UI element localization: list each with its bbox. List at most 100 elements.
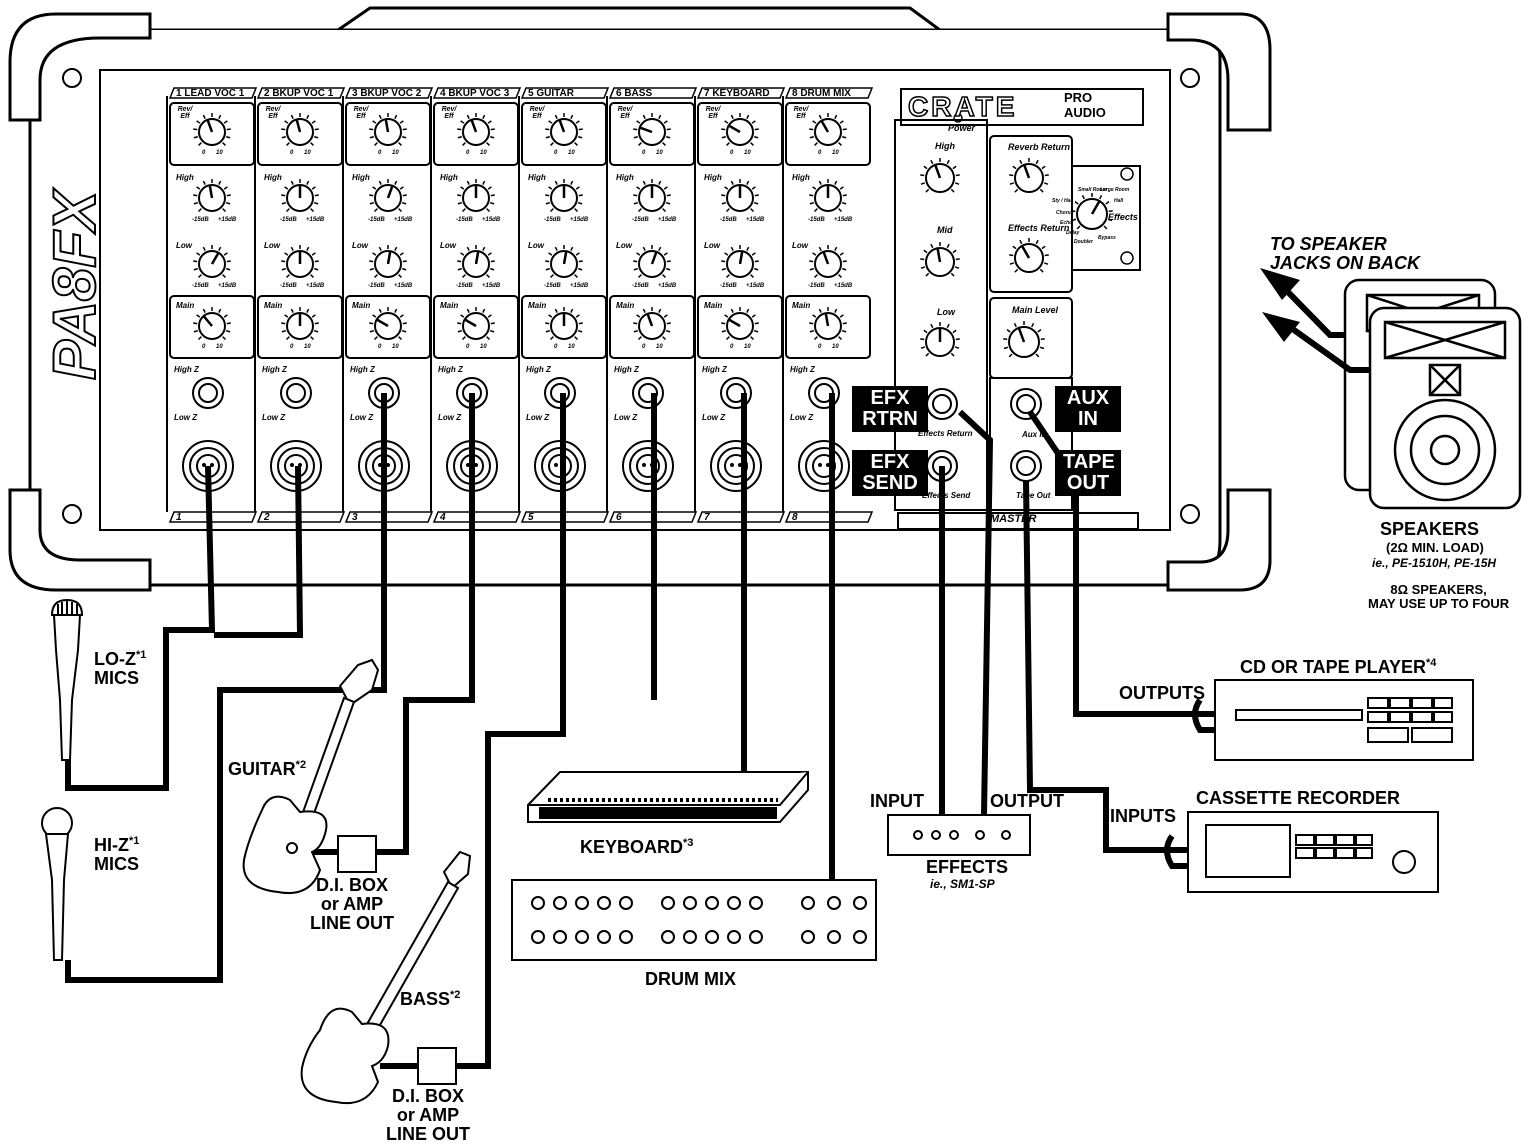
speakers-label: SPEAKERS [1380,520,1479,539]
high-label-5: High [528,174,546,182]
tape-out-tag: TAPE OUT [1055,450,1121,496]
di-box-bass [418,1048,456,1084]
channel-name-3: 3 BKUP VOC 2 [352,89,421,100]
channel-name-5: 5 GUITAR [528,89,574,100]
di-box-guitar [338,836,376,872]
channel-number-8: 8 [792,513,798,524]
drum-pad-6 [662,897,674,909]
high-z-label-8: High Z [790,366,815,374]
low-z-label-6: Low Z [614,414,637,422]
guitar-sup: *2 [296,759,306,771]
effects-send-jack-label: Effects Send [922,492,970,500]
high-neg-2: -15dB [280,217,297,223]
main-ten-7: 10 [744,344,751,350]
low-neg-4: -15dB [456,283,473,289]
high-z-label-5: High Z [526,366,551,374]
efx-rtrn-tag-line1: EFX [860,388,920,409]
channel-name-1: 1 LEAD VOC 1 [176,89,244,100]
low-z-xlr-8[interactable] [799,441,849,491]
effects-position-3: Hall [1114,199,1123,204]
main-ten-8: 10 [832,344,839,350]
speakers-note-line2: MAY USE UP TO FOUR [1368,597,1509,611]
outputs-label: OUTPUTS [1119,684,1205,703]
rev-zero-2: 0 [290,150,293,156]
high-neg-3: -15dB [368,217,385,223]
channel-number-5: 5 [528,513,534,524]
high-z-jack-1[interactable] [193,378,223,408]
bass-label: BASS*2 [400,990,460,1009]
high-z-jack-6[interactable] [633,378,663,408]
low-z-label-1: Low Z [174,414,197,422]
drum-pad-18 [620,931,632,943]
high-neg-4: -15dB [456,217,473,223]
efx-send-tag-line1: EFX [860,452,920,473]
high-label-3: High [352,174,370,182]
low-z-xlr-7[interactable] [711,441,761,491]
drum-pad-2 [554,897,566,909]
effects-input-label: INPUT [870,792,924,811]
drum-pad-21 [706,931,718,943]
low-z-xlr-6[interactable] [623,441,673,491]
high-pos-8: +15dB [834,217,852,223]
mixer-handle [338,8,940,30]
bass-sup: *2 [450,989,460,1001]
aux-in-jack[interactable] [1011,389,1041,419]
high-z-jack-2[interactable] [281,378,311,408]
keyboard-sup: *3 [683,837,693,849]
main-level-label: Main Level [1012,306,1058,315]
speakers-note-line1: 8Ω SPEAKERS, [1368,583,1509,597]
low-label-4: Low [440,242,456,250]
tape-out-jack-label: Tape Out [1016,492,1050,500]
hi-z-sup: *1 [129,835,139,847]
rev-zero-7: 0 [730,150,733,156]
aux-in-jack-label: Aux In [1022,431,1046,439]
high-neg-6: -15dB [632,217,649,223]
drum-pad-20 [684,931,696,943]
high-label-8: High [792,174,810,182]
model-logo-text: PA8FX [41,191,108,380]
channel-number-3: 3 [352,513,358,524]
channel-name-8: 8 DRUM MIX [792,89,851,100]
main-label-3: Main [352,302,370,310]
di-box-guitar-line3: LINE OUT [310,914,394,933]
rev-label-7: Rev/ Eff [702,106,724,121]
drum-pad-3 [576,897,588,909]
effects-output-label: OUTPUT [990,792,1064,811]
effects-return-jack[interactable] [927,389,957,419]
keyboard-instrument [528,772,808,822]
high-neg-8: -15dB [808,217,825,223]
rev-ten-3: 10 [392,150,399,156]
effects-position-5: Doubler [1074,240,1093,245]
main-zero-1: 0 [202,344,205,350]
lo-z-mic [52,600,82,760]
hi-z-label: HI-Z*1 MICS [94,836,139,874]
aux-in-tag-line1: AUX [1063,388,1113,409]
main-ten-3: 10 [392,344,399,350]
cd-player-sup: *4 [1426,657,1436,669]
drum-machine [512,880,876,960]
main-label-7: Main [704,302,722,310]
rev-zero-8: 0 [818,150,821,156]
low-label-2: Low [264,242,280,250]
di-box-guitar-line2: or AMP [310,895,394,914]
low-pos-8: +15dB [834,283,852,289]
rev-ten-8: 10 [832,150,839,156]
high-label-1: High [176,174,194,182]
aux-in-tag-line2: IN [1063,409,1113,430]
channel-name-6: 6 BASS [616,89,652,100]
tape-out-jack[interactable] [1011,451,1041,481]
low-neg-7: -15dB [720,283,737,289]
rev-ten-4: 10 [480,150,487,156]
low-neg-2: -15dB [280,283,297,289]
high-z-label-7: High Z [702,366,727,374]
drum-mix-label: DRUM MIX [645,970,736,989]
main-ten-1: 10 [216,344,223,350]
high-pos-3: +15dB [394,217,412,223]
di-box-bass-line3: LINE OUT [386,1125,470,1144]
effects-selector-label: Effects [1108,213,1138,222]
to-speaker-label: TO SPEAKER JACKS ON BACK [1270,235,1420,273]
high-z-label-2: High Z [262,366,287,374]
low-label-3: Low [352,242,368,250]
channel-name-7: 7 KEYBOARD [704,89,770,100]
